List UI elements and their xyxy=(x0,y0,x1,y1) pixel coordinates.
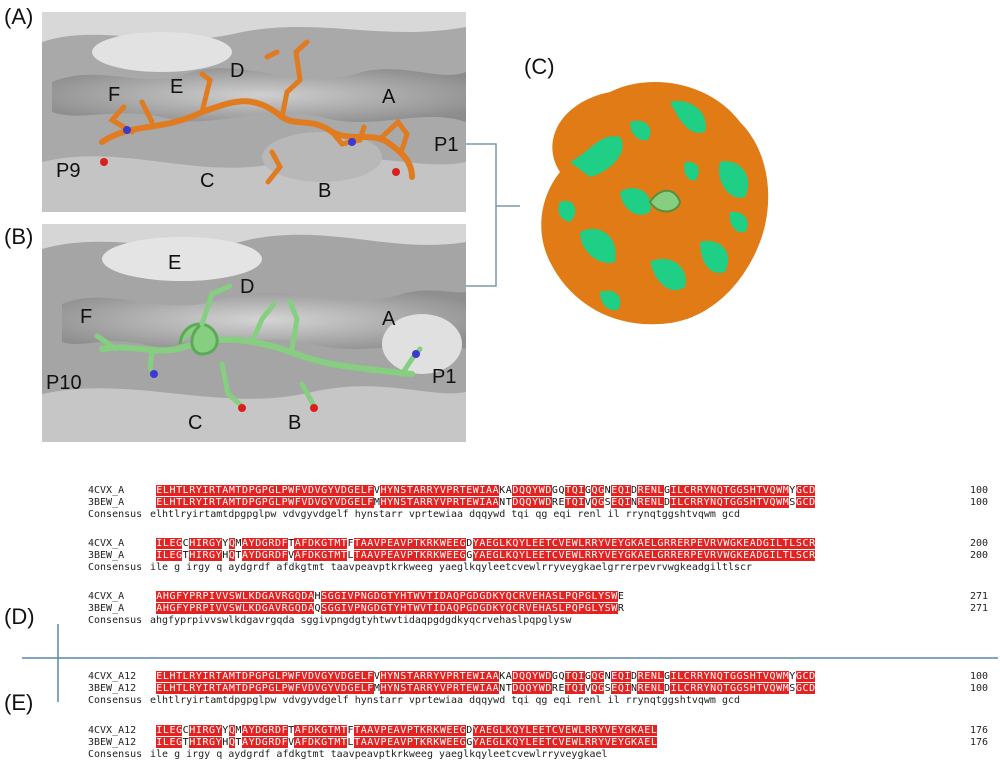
sequence-end-number: 200 xyxy=(970,550,989,561)
sequence-label: 3BEW_A12 xyxy=(88,683,137,694)
alignment-row: 4CVX_A AHGFYPRPIVVSWLKDGAVRGQDAHSGGIVPNGD… xyxy=(88,591,998,602)
residue-label: P10 xyxy=(46,372,82,394)
oxygen-atom xyxy=(100,158,108,166)
bound-peptide-c xyxy=(648,189,682,213)
sequence-residues: ILEGCHIRGYYQMAYDGRDFTAFDKGTMTFTAAVPEAVPT… xyxy=(156,538,816,549)
residue-label: C xyxy=(188,412,203,434)
sequence-end-number: 100 xyxy=(970,497,989,508)
sequence-residues: ELHTLRYIRTAMTDPGPGLPWFVDVGYVDGELFMHYNSTA… xyxy=(156,683,816,694)
sequence-residues: ILEGCHIRGYYQMAYDGRDFTAFDKGTMTFTAAVPEAVPT… xyxy=(156,725,658,736)
panel-c-protein-surface xyxy=(541,82,769,325)
residue-label: C xyxy=(200,170,215,192)
sequence-residues: ELHTLRYIRTAMTDPGPGLPWFVDVGYVDGELFVHYNSTA… xyxy=(156,485,816,496)
sequence-end-number: 176 xyxy=(970,737,989,748)
alignment-row: 3BEW_A ELHTLRYIRTAMTDPGPGLPWFVDVGYVDGELFM… xyxy=(88,497,998,508)
alignment-row: Consensus elhtlryirtamtdpgpglpw vdvgyvdge… xyxy=(88,509,998,520)
sequence-end-number: 200 xyxy=(970,538,989,549)
sequence-residues: ELHTLRYIRTAMTDPGPGLPWFVDVGYVDGELFVHYNSTA… xyxy=(156,671,816,682)
sequence-residues: ILEGTHIRGYHQTAYDGRDFVAFDKGTMTLTAAVPEAVPT… xyxy=(156,737,658,748)
residue-label: P1 xyxy=(434,134,459,156)
sequence-label: 4CVX_A xyxy=(88,485,125,496)
alignment-row: Consensus ahgfyprpivvswlkdgavrgqda sggivp… xyxy=(88,615,998,626)
residue-label: F xyxy=(108,84,121,106)
sequence-label: Consensus xyxy=(88,695,143,706)
residue-label: P9 xyxy=(56,160,81,182)
sequence-end-number: 100 xyxy=(970,485,989,496)
panel-d-label: (D) xyxy=(4,604,35,629)
consensus-sequence: ile g irgy q aydgrdf afdkgtmt taavpeavpt… xyxy=(150,562,753,573)
panel-a-label: (A) xyxy=(4,4,34,29)
alignment-divider xyxy=(22,624,998,702)
residue-label: D xyxy=(240,276,255,298)
sequence-residues: ILEGTHIRGYHQTAYDGRDFVAFDKGTMTLTAAVPEAVPT… xyxy=(156,550,816,561)
sequence-label: Consensus xyxy=(88,749,143,760)
sequence-label: 4CVX_A12 xyxy=(88,725,137,736)
oxygen-atom xyxy=(310,404,318,412)
sequence-label: Consensus xyxy=(88,509,143,520)
sequence-residues: AHGFYPRPIVVSWLKDGAVRGQDAQSGGIVPNGDGTYHTW… xyxy=(156,603,624,614)
residue-label: P1 xyxy=(432,366,457,388)
residue-label: A xyxy=(382,86,396,108)
panel-b-pocket: E D F A P10 P1 C B xyxy=(42,224,466,442)
consensus-sequence: ahgfyprpivvswlkdgavrgqda sggivpngdgtyhtw… xyxy=(150,615,572,626)
alignment-row: Consensus ile g irgy q aydgrdf afdkgtmt t… xyxy=(88,562,998,573)
consensus-sequence: elhtlryirtamtdpgpglpw vdvgyvdgelf hynsta… xyxy=(150,509,741,520)
alignment-row: 3BEW_A12 ELHTLRYIRTAMTDPGPGLPWFVDVGYVDGEL… xyxy=(88,683,998,694)
sequence-end-number: 271 xyxy=(970,603,989,614)
alignment-row: Consensus ile g irgy q aydgrdf afdkgtmt t… xyxy=(88,749,998,760)
sequence-label: 3BEW_A xyxy=(88,603,125,614)
peptide-b-helix xyxy=(178,322,219,356)
sequence-end-number: 271 xyxy=(970,591,989,602)
sequence-label: Consensus xyxy=(88,562,143,573)
consensus-sequence: ile g irgy q aydgrdf afdkgtmt taavpeavpt… xyxy=(150,749,608,760)
alignment-row: 4CVX_A12 ELHTLRYIRTAMTDPGPGLPWFVDVGYVDGEL… xyxy=(88,671,998,682)
alignment-row: 3BEW_A AHGFYPRPIVVSWLKDGAVRGQDAQSGGIVPNGD… xyxy=(88,603,998,614)
oxygen-atom xyxy=(392,168,400,176)
sequence-label: 3BEW_A12 xyxy=(88,737,137,748)
panel-a-pocket: F E D A P9 C B P1 xyxy=(42,12,466,212)
alignment-row: 4CVX_A ILEGCHIRGYYQMAYDGRDFTAFDKGTMTFTAAV… xyxy=(88,538,998,549)
alignment-row: 4CVX_A ELHTLRYIRTAMTDPGPGLPWFVDVGYVDGELFV… xyxy=(88,485,998,496)
residue-label: B xyxy=(288,412,302,434)
sequence-label: 4CVX_A xyxy=(88,591,125,602)
panel-a-surface xyxy=(42,12,466,212)
oxygen-atom xyxy=(238,404,246,412)
panel-connector xyxy=(466,143,520,287)
sequence-label: 3BEW_A xyxy=(88,550,125,561)
consensus-sequence: elhtlryirtamtdpgpglpw vdvgyvdgelf hynsta… xyxy=(150,695,741,706)
alignment-row: 4CVX_A12 ILEGCHIRGYYQMAYDGRDFTAFDKGTMTFTA… xyxy=(88,725,998,736)
residue-label: A xyxy=(382,308,396,330)
alignment-row: 3BEW_A12 ILEGTHIRGYHQTAYDGRDFVAFDKGTMTLTA… xyxy=(88,737,998,748)
sequence-end-number: 100 xyxy=(970,683,989,694)
peptide-b-sidechains xyxy=(94,283,423,409)
nitrogen-atom xyxy=(412,350,420,358)
nitrogen-atom xyxy=(348,138,356,146)
alignment-row: 3BEW_A ILEGTHIRGYHQTAYDGRDFVAFDKGTMTLTAAV… xyxy=(88,550,998,561)
sequence-residues: ELHTLRYIRTAMTDPGPGLPWFVDVGYVDGELFMHYNSTA… xyxy=(156,497,816,508)
sequence-label: 3BEW_A xyxy=(88,497,125,508)
sequence-end-number: 100 xyxy=(970,671,989,682)
residue-label: B xyxy=(318,180,332,202)
residue-label: F xyxy=(80,306,93,328)
panel-e-label: (E) xyxy=(4,690,34,715)
panel-c-label: (C) xyxy=(524,54,555,79)
sequence-residues: AHGFYPRPIVVSWLKDGAVRGQDAHSGGIVPNGDGTYHTW… xyxy=(156,591,624,602)
sequence-label: 4CVX_A12 xyxy=(88,671,137,682)
residue-label: E xyxy=(170,76,184,98)
panel-b-label: (B) xyxy=(4,224,34,249)
nitrogen-atom xyxy=(150,370,158,378)
sequence-label: Consensus xyxy=(88,615,143,626)
sequence-end-number: 176 xyxy=(970,725,989,736)
alignment-row: Consensus elhtlryirtamtdpgpglpw vdvgyvdge… xyxy=(88,695,998,706)
nitrogen-atom xyxy=(123,126,131,134)
residue-label: E xyxy=(168,252,182,274)
residue-label: D xyxy=(230,60,245,82)
peptide-a-backbone xyxy=(99,98,415,180)
panel-b-surface xyxy=(42,224,466,442)
sequence-label: 4CVX_A xyxy=(88,538,125,549)
